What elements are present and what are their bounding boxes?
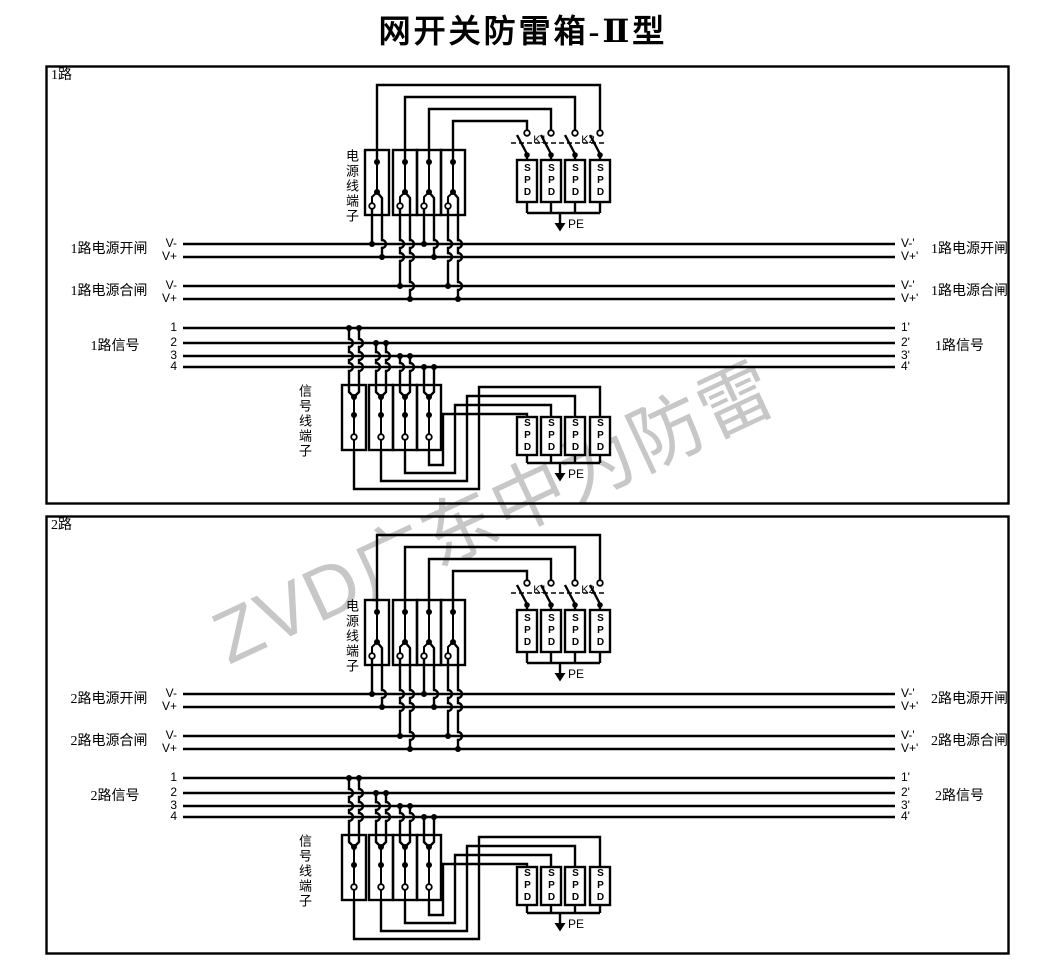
right-signal-group-label: 1路信号 [935,339,984,354]
relay-k1-label: K1 [533,584,547,596]
right-open-vplus: V+' [901,249,919,263]
spd-signal-1: SPD [522,418,533,454]
relay-k1-label: K1 [533,134,547,146]
pe-signal-label: PE [568,917,585,931]
left-open-vminus: V- [165,236,177,250]
left-signal-3: 3 [170,798,177,812]
right-close-vplus: V+' [901,741,919,755]
pe-power-label: PE [568,667,585,681]
spd-power-2: SPD [546,163,557,199]
right-close-group-label: 2路电源合闸 [931,734,1008,749]
right-close-group-label: 1路电源合闸 [931,284,1008,299]
spd-power-3: SPD [570,163,581,199]
spd-power-1: SPD [522,163,533,199]
relay-k2-label: K2 [581,134,595,146]
power-terminal-label: 电源线端子 [344,599,359,674]
left-signal-1: 1 [170,770,177,784]
right-signal-2: 2' [901,335,910,349]
spd-signal-4: SPD [595,868,606,904]
left-signal-1: 1 [170,320,177,334]
right-close-vplus: V+' [901,291,919,305]
right-signal-1: 1' [901,770,910,784]
left-open-group-label: 2路电源开闸 [70,692,148,707]
pe-signal-label: PE [568,467,585,481]
relay-k2-label: K2 [581,584,595,596]
spd-signal-2: SPD [546,868,557,904]
left-open-vplus: V+ [161,249,177,263]
spd-power-1: SPD [522,613,533,649]
circuit-label: 1路 [51,68,72,83]
page-title: 网开关防雷箱-Ⅱ型 [378,13,668,49]
spd-signal-3: SPD [570,418,581,454]
right-signal-4: 4' [901,809,910,823]
right-signal-3: 3' [901,798,910,812]
spd-signal-3: SPD [570,868,581,904]
right-signal-2: 2' [901,785,910,799]
left-signal-group-label: 1路信号 [90,339,140,354]
power-terminal-label: 电源线端子 [344,149,359,224]
left-signal-4: 4 [170,359,177,373]
right-open-vplus: V+' [901,699,919,713]
left-open-vplus: V+ [161,699,177,713]
spd-power-4: SPD [595,163,606,199]
right-open-group-label: 2路电源开闸 [931,692,1008,707]
right-close-vminus: V-' [901,278,915,292]
right-signal-group-label: 2路信号 [935,789,984,804]
spd-power-4: SPD [595,613,606,649]
left-signal-4: 4 [170,809,177,823]
left-signal-group-label: 2路信号 [90,789,140,804]
left-signal-2: 2 [170,785,177,799]
left-close-group-label: 1路电源合闸 [70,284,148,299]
left-close-vminus: V- [165,728,177,742]
spd-power-2: SPD [546,613,557,649]
right-signal-3: 3' [901,348,910,362]
right-open-vminus: V-' [901,686,915,700]
spd-signal-4: SPD [595,418,606,454]
spd-signal-2: SPD [546,418,557,454]
left-close-vminus: V- [165,278,177,292]
right-open-group-label: 1路电源开闸 [931,242,1008,257]
left-close-group-label: 2路电源合闸 [70,734,148,749]
signal-terminal-label: 信号线端子 [297,834,312,909]
circuit-box-1: 1路 电源线端子 信号线端子 K1 K2 SPD SPD SPD SPD PE … [45,65,1010,505]
right-open-vminus: V-' [901,236,915,250]
right-signal-1: 1' [901,320,910,334]
spd-power-3: SPD [570,613,581,649]
left-close-vplus: V+ [161,741,177,755]
signal-terminal-label: 信号线端子 [297,384,312,459]
right-close-vminus: V-' [901,728,915,742]
left-open-group-label: 1路电源开闸 [70,242,148,257]
right-signal-4: 4' [901,359,910,373]
circuit-label: 2路 [51,518,72,533]
left-signal-2: 2 [170,335,177,349]
left-close-vplus: V+ [161,291,177,305]
spd-signal-1: SPD [522,868,533,904]
pe-power-label: PE [568,217,585,231]
left-signal-3: 3 [170,348,177,362]
left-open-vminus: V- [165,686,177,700]
circuit-box-2: 2路 电源线端子 信号线端子 K1 K2 SPD SPD SPD SPD PE … [45,515,1010,955]
